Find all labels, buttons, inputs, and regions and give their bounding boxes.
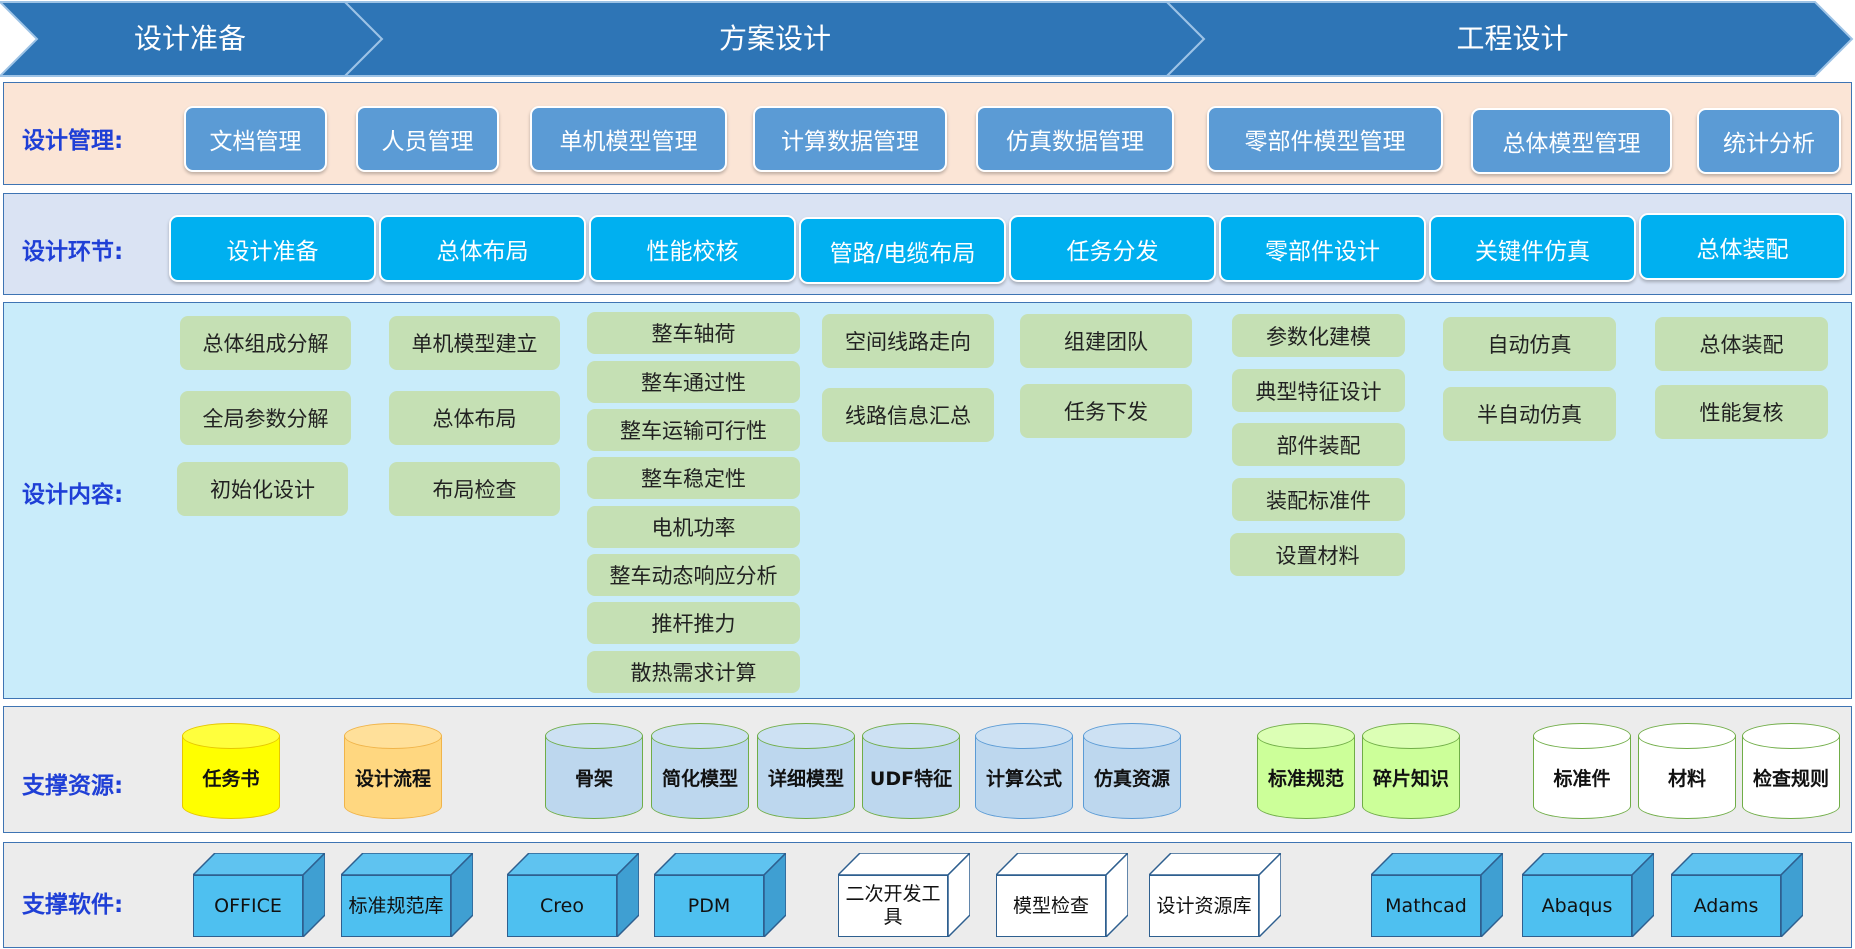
content-item: 自动仿真 [1443, 317, 1616, 371]
content-item: 电机功率 [587, 506, 800, 548]
content-item: 组建团队 [1020, 314, 1192, 368]
mgmt-button-overall-model[interactable]: 总体模型管理 [1471, 108, 1672, 174]
mgmt-button-part-model[interactable]: 零部件模型管理 [1207, 106, 1443, 172]
stage-button-key-sim[interactable]: 关键件仿真 [1429, 215, 1636, 282]
software-cube-adams[interactable]: Adams [1671, 853, 1803, 937]
software-cube-standards-lib[interactable]: 标准规范库 [341, 853, 473, 937]
phase-arrow-engineering [1164, 1, 1854, 77]
content-item: 全局参数分解 [180, 391, 351, 445]
stage-button-piping[interactable]: 管路/电缆布局 [799, 217, 1006, 284]
content-item: 总体装配 [1655, 317, 1828, 371]
content-item: 整车稳定性 [587, 457, 800, 499]
software-cube-design-resource-lib[interactable]: 设计资源库 [1149, 853, 1281, 937]
phase-arrows [0, 1, 1854, 77]
resource-cylinder-fragment-knowledge[interactable]: 碎片知识 [1362, 723, 1460, 819]
resource-cylinder-standards[interactable]: 标准规范 [1257, 723, 1355, 819]
content-item: 推杆推力 [587, 602, 800, 644]
content-item: 整车轴荷 [587, 312, 800, 354]
design-content-label: 设计内容: [22, 482, 124, 508]
design-management-label: 设计管理: [22, 128, 124, 154]
content-item: 散热需求计算 [587, 651, 800, 693]
content-item: 部件装配 [1232, 423, 1405, 466]
software-cube-creo[interactable]: Creo [507, 853, 639, 937]
stage-button-prep[interactable]: 设计准备 [169, 215, 376, 282]
software-cube-model-check[interactable]: 模型检查 [996, 853, 1128, 937]
resource-cylinder-sim-resource[interactable]: 仿真资源 [1083, 723, 1181, 819]
content-item: 整车运输可行性 [587, 409, 800, 451]
resource-cylinder-simplified-model[interactable]: 简化模型 [651, 723, 749, 819]
phase-label-scheme: 方案设计 [718, 22, 831, 55]
mgmt-button-docs[interactable]: 文档管理 [184, 106, 327, 172]
content-item: 线路信息汇总 [822, 388, 994, 442]
content-item: 整车动态响应分析 [587, 554, 800, 596]
content-item: 半自动仿真 [1443, 387, 1616, 441]
mgmt-button-unit-model[interactable]: 单机模型管理 [530, 106, 727, 172]
content-item: 任务下发 [1020, 384, 1192, 438]
mgmt-button-personnel[interactable]: 人员管理 [356, 106, 499, 172]
mgmt-button-sim-data[interactable]: 仿真数据管理 [976, 106, 1174, 172]
resource-cylinder-task-book[interactable]: 任务书 [182, 723, 280, 819]
resource-cylinder-materials[interactable]: 材料 [1638, 723, 1736, 819]
stage-button-layout[interactable]: 总体布局 [379, 215, 586, 282]
software-cube-office[interactable]: OFFICE [193, 853, 325, 937]
design-stages-label: 设计环节: [22, 239, 124, 265]
software-cube-abaqus[interactable]: Abaqus [1522, 853, 1654, 937]
content-item: 性能复核 [1655, 385, 1828, 439]
content-item: 初始化设计 [177, 462, 348, 516]
resource-cylinder-standard-parts[interactable]: 标准件 [1533, 723, 1631, 819]
stage-button-dispatch[interactable]: 任务分发 [1009, 215, 1216, 282]
resource-cylinder-detailed-model[interactable]: 详细模型 [757, 723, 855, 819]
mgmt-button-statistics[interactable]: 统计分析 [1697, 108, 1841, 174]
resource-cylinder-udf-feature[interactable]: UDF特征 [862, 723, 960, 819]
resource-cylinder-design-flow[interactable]: 设计流程 [344, 723, 442, 819]
phase-label-engineering: 工程设计 [1456, 22, 1569, 55]
content-item: 设置材料 [1230, 533, 1405, 576]
content-item: 整车通过性 [587, 361, 800, 403]
content-item: 布局检查 [389, 462, 560, 516]
phase-label-prep: 设计准备 [133, 22, 246, 55]
resource-cylinder-skeleton[interactable]: 骨架 [545, 723, 643, 819]
content-item: 总体布局 [389, 391, 560, 445]
content-item: 参数化建模 [1232, 314, 1405, 357]
software-cube-pdm[interactable]: PDM [654, 853, 786, 937]
software-cube-mathcad[interactable]: Mathcad [1371, 853, 1503, 937]
content-item: 装配标准件 [1232, 478, 1405, 521]
mgmt-button-calc-data[interactable]: 计算数据管理 [753, 106, 947, 172]
stage-button-part-design[interactable]: 零部件设计 [1219, 215, 1426, 282]
software-cube-dev-tools[interactable]: 二次开发工具 [838, 853, 970, 937]
resource-cylinder-formula[interactable]: 计算公式 [975, 723, 1073, 819]
resource-cylinder-check-rules[interactable]: 检查规则 [1742, 723, 1840, 819]
stage-button-assembly[interactable]: 总体装配 [1639, 213, 1846, 280]
content-item: 空间线路走向 [822, 314, 994, 368]
support-resources-label: 支撑资源: [22, 773, 124, 799]
support-software-label: 支撑软件: [22, 892, 124, 918]
content-item: 单机模型建立 [389, 316, 560, 370]
content-item: 总体组成分解 [180, 316, 351, 370]
content-item: 典型特征设计 [1232, 369, 1405, 412]
stage-button-performance[interactable]: 性能校核 [589, 215, 796, 282]
